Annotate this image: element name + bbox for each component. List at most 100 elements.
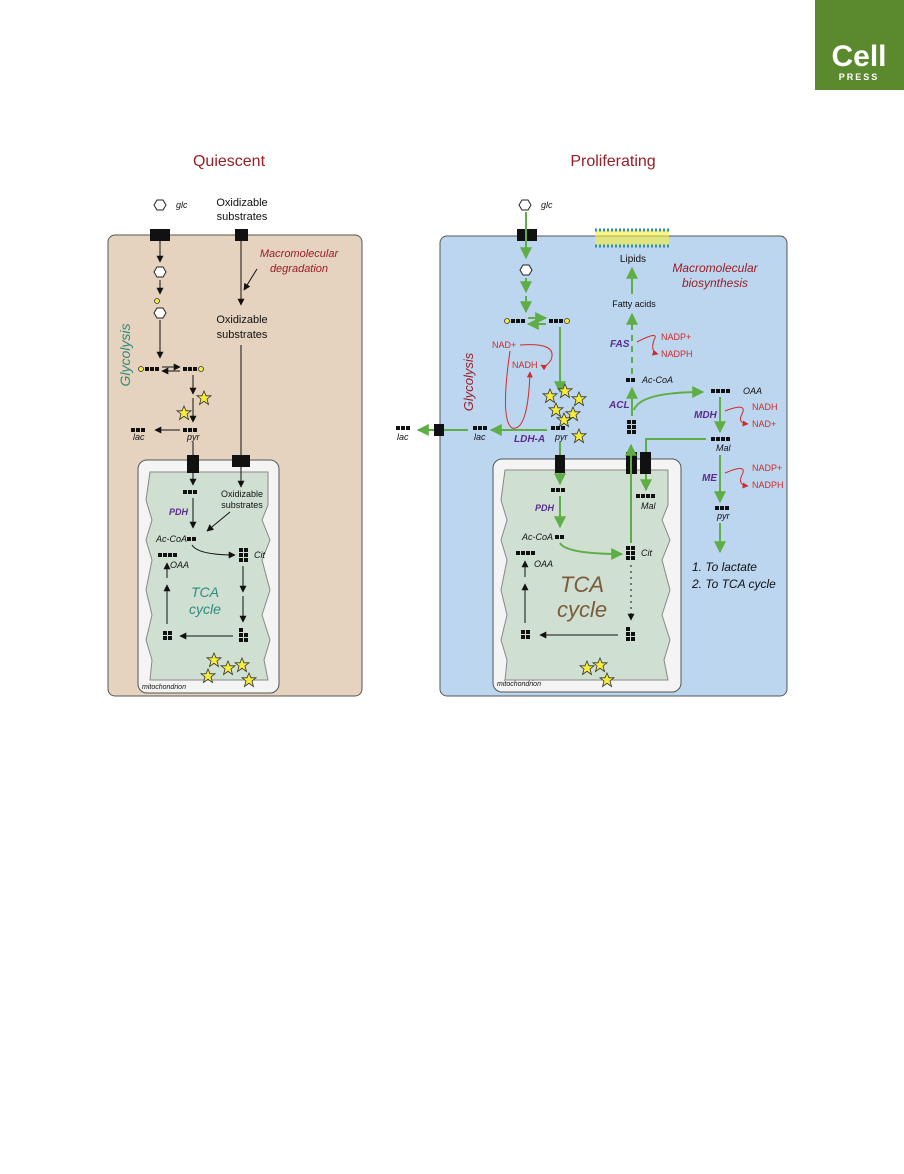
logo-sub: PRESS [839, 72, 880, 82]
p-pdh-label: PDH [535, 503, 555, 513]
q-substrate-transporter [235, 229, 248, 241]
proliferating-title: Proliferating [570, 153, 655, 170]
q-akg-molecule [239, 628, 248, 642]
q-mito-pyruvate-carrier [187, 455, 199, 473]
p-tca-label-1: TCA [560, 572, 604, 597]
p-ldh-nad-arrow [505, 350, 533, 429]
p-mito-pyruvate-carrier [555, 455, 565, 473]
p-me-nadph: NADPH [752, 480, 784, 490]
p-lactate-transporter [434, 424, 444, 436]
p-acl-label: ACL [608, 400, 630, 411]
p-glucose-molecule-icon [518, 199, 532, 211]
p-lactate-molecule [473, 426, 487, 430]
p-fas-nadph-arrow [636, 335, 659, 356]
p-mdh-nad-plus: NAD+ [752, 419, 776, 429]
p-mal-mito-label: Mal [641, 501, 657, 511]
p-fas-nadph: NADPH [661, 349, 693, 359]
p-mito-malate-carrier [640, 452, 651, 474]
p-accoa-label: Ac-CoA [521, 532, 553, 542]
q-mito-substrate-carrier [232, 455, 250, 467]
p-mdh-nadh: NADH [752, 402, 778, 412]
p-akg-molecule [626, 627, 635, 641]
p-me-nadph-arrow [724, 468, 749, 489]
q-degradation-arrow [243, 268, 258, 291]
q-phosphate-dot [154, 298, 160, 304]
q-tca-label-1: TCA [191, 584, 219, 600]
q-oxidizable-mid-2: substrates [217, 329, 268, 341]
p-lactate-out-molecule [396, 426, 410, 430]
p-macro-label-1: Macromolecular [672, 261, 758, 275]
p-pyruvate-molecule [551, 426, 565, 430]
q-glc-label: glc [176, 200, 188, 210]
p-accoa-cyto-molecule [626, 378, 635, 382]
p-lac-out-label: lac [397, 432, 409, 442]
glucose-molecule-icon [153, 199, 167, 211]
p-fate-2: 2. To TCA cycle [691, 577, 776, 591]
q-mito-label: mitochondrion [142, 684, 186, 691]
p-fas-nadp-plus: NADP+ [661, 332, 691, 342]
p-citrate-cyto-molecule [627, 420, 636, 434]
q-macro-label-2: degradation [270, 263, 328, 275]
p-lac-label: lac [474, 432, 486, 442]
p-oaa-cyto-molecule [711, 389, 730, 393]
p-triose-pair [504, 312, 570, 330]
p-tca-label-2: cycle [557, 597, 607, 622]
q-accoa-molecule [187, 537, 196, 541]
q-accoa-label: Ac-CoA [155, 534, 187, 544]
p-glc-label: glc [541, 200, 553, 210]
q-oaa-molecule [158, 553, 177, 557]
q-mito-pyruvate [183, 490, 197, 494]
q-glucose-transporter [150, 229, 170, 241]
q-cit-label: Cit [254, 550, 265, 560]
q-oxidizable-top-1: Oxidizable [216, 197, 267, 209]
q-oxidizable-top-2: substrates [217, 211, 268, 223]
q-tca-label-2: cycle [189, 601, 221, 617]
q-oaa-label: OAA [170, 560, 189, 570]
q-citrate-molecule [239, 548, 248, 562]
q-pyr-label: pyr [186, 432, 201, 442]
p-gapdh-nad-arrow [519, 344, 553, 371]
logo-background [815, 0, 904, 90]
p-me-label: ME [702, 473, 717, 484]
q-succinate-molecule [163, 631, 172, 640]
p-mdh-label: MDH [694, 410, 718, 421]
p-acl-oaa-arrow [633, 386, 705, 411]
proliferating-panel: glc Lipids Macromolecular biosynthesis F… [396, 199, 788, 697]
q-oxidizable-mid-1: Oxidizable [216, 314, 267, 326]
p-oaa-cyto-label: OAA [743, 386, 762, 396]
q-g6p-icon [153, 307, 167, 319]
p-lipids-label: Lipids [620, 254, 646, 265]
p-pyr-label: pyr [554, 432, 569, 442]
logo-word: Cell [831, 40, 886, 73]
q-lactate-molecule [131, 428, 145, 432]
p-ldha-label: LDH-A [514, 434, 545, 445]
quiescent-title: Quiescent [193, 153, 266, 170]
p-mito-label: mitochondrion [497, 681, 541, 688]
cell-press-logo: Cell PRESS [815, 0, 904, 90]
p-oaa-molecule [516, 551, 535, 555]
q-triose-pair [138, 363, 204, 375]
q-lac-label: lac [133, 432, 145, 442]
p-lipid-bilayer [595, 228, 669, 248]
p-fate-1: 1. To lactate [692, 560, 757, 574]
p-mdh-nad-arrow [724, 406, 749, 427]
p-fas-label: FAS [610, 339, 630, 350]
p-accoa-cyto-label: Ac-CoA [641, 375, 673, 385]
p-pyr-cyto2-label: pyr [716, 511, 731, 521]
p-mal-mito-molecule [636, 494, 655, 498]
q-glucose-icon [153, 266, 167, 278]
p-mito-pyruvate [551, 488, 565, 492]
p-fatty-acids-label: Fatty acids [612, 299, 656, 309]
p-glycolysis-label: Glycolysis [461, 352, 476, 411]
q-macro-label-1: Macromolecular [260, 248, 340, 260]
p-nad-plus: NAD+ [492, 340, 516, 350]
quiescent-panel: glc Oxidizable substrates Macromolecular… [107, 197, 363, 697]
p-mal-cyto-label: Mal [716, 443, 732, 453]
p-mal-cyto-molecule [711, 437, 730, 441]
q-citrate-synthase-arrow [191, 544, 236, 559]
q-oxidizable-mito-2: substrates [221, 500, 263, 510]
q-pyruvate-molecule [183, 428, 197, 432]
q-glycolysis-label: Glycolysis [117, 323, 133, 386]
p-glucose-icon [519, 264, 533, 276]
q-sub-to-accoa-arrow [206, 511, 231, 532]
